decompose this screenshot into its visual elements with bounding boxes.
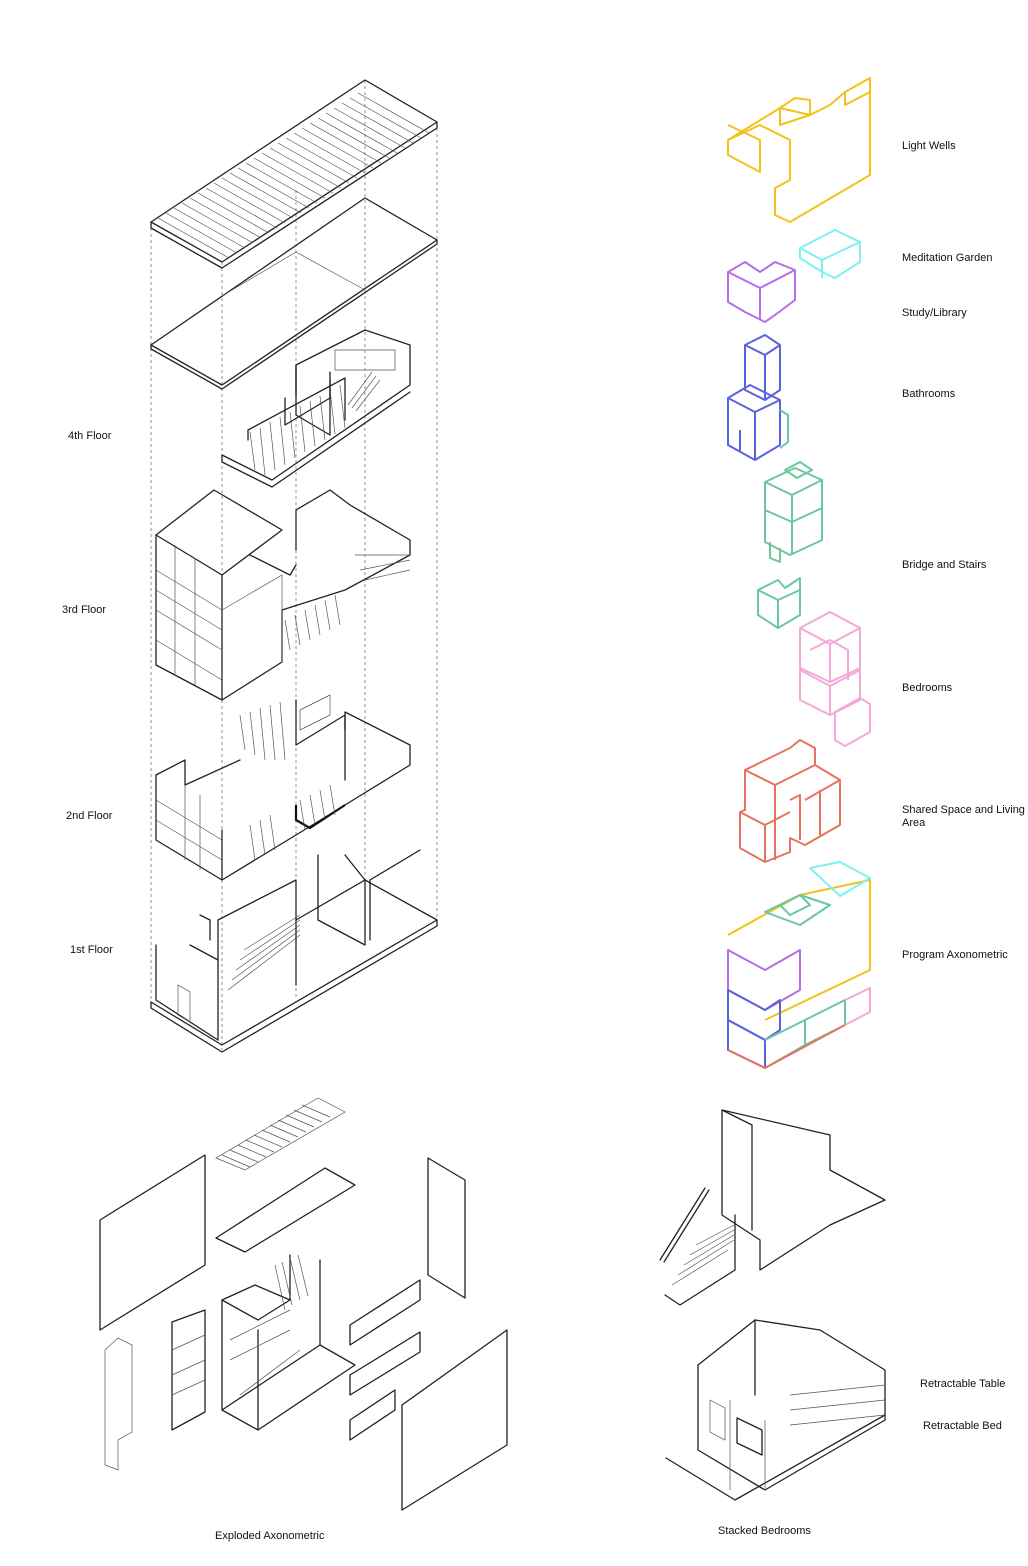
light-wells-shape — [727, 77, 871, 223]
stacked-bedrooms — [659, 1109, 886, 1501]
bathroom-accent — [779, 409, 789, 449]
fourth-floor — [221, 329, 411, 488]
program-label-program-axonometric: Program Axonometric — [902, 949, 1008, 961]
program-label-shared-space: Shared Space and Living Area — [902, 804, 1025, 829]
program-label-bedrooms: Bedrooms — [902, 682, 953, 694]
third-floor — [155, 489, 411, 701]
program-diagram — [727, 77, 871, 1069]
floor-label-4th: 4th Floor — [68, 430, 112, 442]
floor-label-2nd: 2nd Floor — [66, 810, 113, 822]
bedroom-label-bed: Retractable Bed — [923, 1420, 1002, 1432]
bedroom-label-table: Retractable Table — [920, 1378, 1006, 1390]
guide-lines — [150, 80, 438, 1050]
bathrooms-shape — [727, 334, 781, 461]
shared-space-shape — [739, 739, 841, 863]
roof-slab — [150, 197, 438, 390]
floor-label-1st: 1st Floor — [70, 944, 113, 956]
meditation-garden-shape — [799, 229, 861, 279]
program-label-study-library: Study/Library — [902, 307, 967, 319]
first-floor — [150, 849, 438, 1053]
caption-exploded-axonometric: Exploded Axonometric — [215, 1530, 325, 1542]
bridge-stairs-shape — [757, 461, 823, 629]
program-label-bridge-stairs: Bridge and Stairs — [902, 559, 987, 571]
program-label-meditation-garden: Meditation Garden — [902, 252, 993, 264]
second-floor — [155, 694, 411, 881]
floor-label-3rd: 3rd Floor — [62, 604, 107, 616]
program-axonometric-shape — [727, 861, 871, 1069]
program-label-bathrooms: Bathrooms — [902, 388, 956, 400]
roof-slats — [150, 79, 438, 269]
caption-stacked-bedrooms: Stacked Bedrooms — [718, 1525, 811, 1537]
study-library-shape — [727, 261, 796, 323]
exploded-axonometric — [99, 1097, 508, 1511]
bedrooms-shape — [799, 611, 871, 747]
program-label-light-wells: Light Wells — [902, 140, 956, 152]
